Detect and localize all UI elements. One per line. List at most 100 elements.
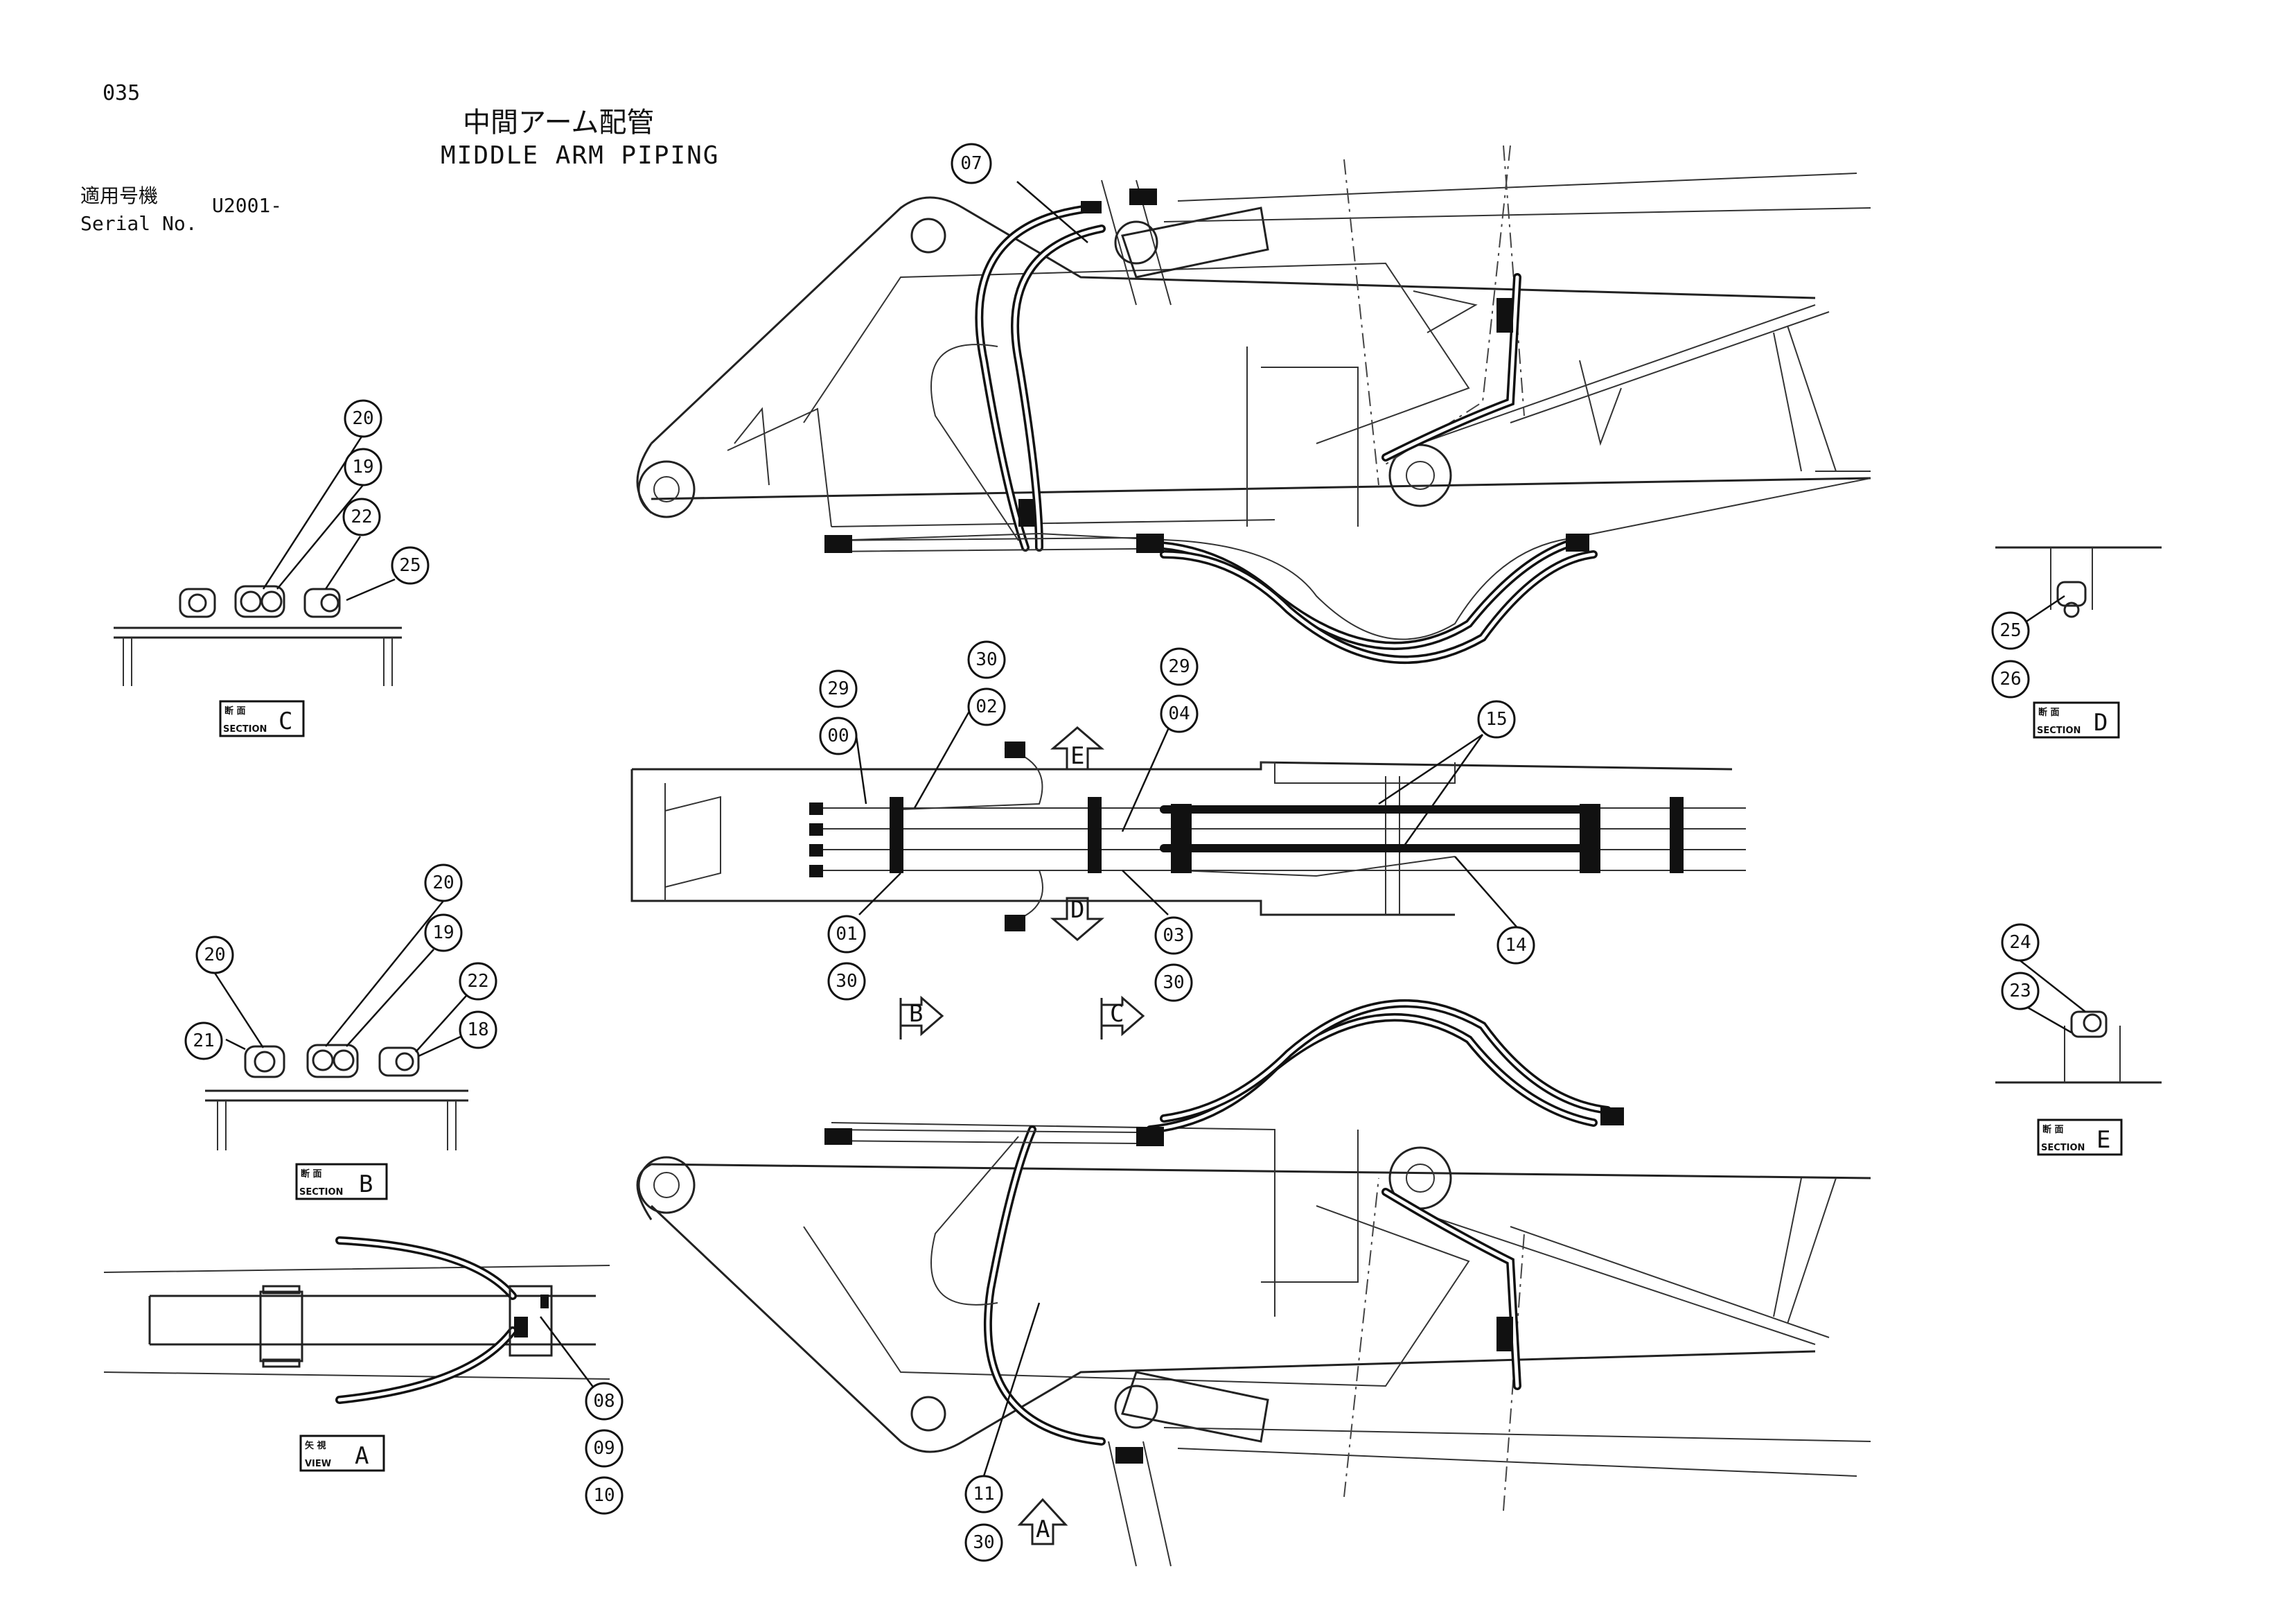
svg-text:02: 02 <box>975 696 997 717</box>
section-c-detail <box>114 585 402 686</box>
arrow-b-marker: B <box>899 995 944 1039</box>
arrow-e-label: E <box>1070 742 1084 770</box>
svg-text:01: 01 <box>836 924 857 945</box>
arrow-a-marker: A <box>1017 1498 1068 1545</box>
callout-30-bottom: 30 <box>964 1523 1003 1562</box>
serial-value: U2001- <box>212 194 282 217</box>
section-b-detail <box>205 1044 468 1150</box>
svg-text:19: 19 <box>352 457 373 477</box>
svg-text:26: 26 <box>1999 669 2021 690</box>
callout-plan-01: 01 <box>827 915 866 954</box>
callout-e-23: 23 <box>2001 972 2040 1010</box>
leader-lines <box>213 181 2086 1477</box>
section-b-en: SECTION <box>299 1187 343 1197</box>
callout-b-22: 22 <box>459 962 497 1001</box>
plan-view <box>630 742 1746 931</box>
svg-text:25: 25 <box>1999 620 2021 641</box>
callout-d-26: 26 <box>1991 660 2030 699</box>
bottom-arm-side-view <box>636 1122 1871 1567</box>
callout-c-20: 20 <box>344 399 382 438</box>
callout-plan-02: 02 <box>967 687 1006 726</box>
section-e-box: 断 面 SECTION E <box>2037 1118 2123 1156</box>
callout-11: 11 <box>964 1475 1003 1514</box>
section-c-jp: 断 面 <box>224 705 246 717</box>
section-d-letter: D <box>2094 709 2108 737</box>
svg-text:10: 10 <box>593 1485 615 1506</box>
callout-07: 07 <box>951 143 992 184</box>
callout-a-10: 10 <box>585 1476 624 1515</box>
section-e-jp: 断 面 <box>2042 1124 2064 1135</box>
svg-text:19: 19 <box>432 922 454 943</box>
page-number: 035 <box>103 81 140 105</box>
callout-c-22: 22 <box>342 498 381 536</box>
callout-b-20-right: 20 <box>424 863 463 902</box>
view-a-letter: A <box>355 1442 369 1470</box>
section-d-detail <box>1995 546 2162 618</box>
title-english: MIDDLE ARM PIPING <box>441 141 719 170</box>
callout-plan-14: 14 <box>1496 926 1535 965</box>
section-b-jp: 断 面 <box>301 1168 322 1179</box>
view-a-en: VIEW <box>305 1459 331 1469</box>
callout-c-19: 19 <box>344 448 382 486</box>
svg-text:24: 24 <box>2009 932 2031 953</box>
bottom-arm-hoses <box>824 999 1624 1464</box>
section-e-detail <box>1995 1010 2162 1084</box>
svg-text:20: 20 <box>432 872 454 893</box>
svg-text:03: 03 <box>1163 925 1184 946</box>
callout-plan-30-right: 30 <box>1154 963 1193 1002</box>
svg-text:29: 29 <box>1168 656 1190 677</box>
svg-text:25: 25 <box>399 555 421 576</box>
callout-plan-00: 00 <box>819 717 858 755</box>
section-d-en: SECTION <box>2037 726 2081 736</box>
section-b-letter: B <box>359 1170 373 1198</box>
callout-plan-15: 15 <box>1477 700 1516 739</box>
svg-text:08: 08 <box>593 1391 615 1412</box>
svg-text:09: 09 <box>593 1438 615 1459</box>
top-arm-hoses <box>824 188 1871 664</box>
svg-text:30: 30 <box>1163 972 1184 993</box>
callout-b-19: 19 <box>424 913 463 952</box>
svg-text:23: 23 <box>2009 981 2031 1001</box>
svg-text:29: 29 <box>827 678 849 699</box>
callout-plan-29-left: 29 <box>819 669 858 708</box>
section-e-letter: E <box>2096 1126 2110 1154</box>
serial-label-english: Serial No. <box>80 212 197 235</box>
arrow-a-label: A <box>1036 1516 1050 1543</box>
svg-text:11: 11 <box>973 1484 994 1504</box>
svg-text:22: 22 <box>351 507 372 527</box>
top-arm-side-view <box>636 145 1871 527</box>
callout-plan-04: 04 <box>1160 694 1199 733</box>
callout-a-09: 09 <box>585 1429 624 1468</box>
svg-text:22: 22 <box>467 971 488 992</box>
svg-text:04: 04 <box>1168 703 1190 724</box>
arrow-e-marker: E <box>1050 726 1105 771</box>
callout-plan-29-right: 29 <box>1160 647 1199 686</box>
arrow-c-label: C <box>1110 1000 1124 1028</box>
callout-c-25: 25 <box>391 546 430 585</box>
callout-a-08: 08 <box>585 1382 624 1421</box>
section-d-box: 断 面 SECTION D <box>2033 701 2120 739</box>
callout-d-25: 25 <box>1991 611 2030 650</box>
svg-text:20: 20 <box>352 408 373 429</box>
section-c-en: SECTION <box>223 724 267 735</box>
section-b-box: 断 面 SECTION B <box>295 1163 388 1200</box>
section-c-box: 断 面 SECTION C <box>219 700 305 737</box>
section-c-letter: C <box>279 708 292 735</box>
callout-b-20-left: 20 <box>195 936 234 974</box>
view-a-jp: 矢 視 <box>305 1440 326 1451</box>
callout-plan-30-left: 30 <box>827 962 866 1001</box>
callout-e-24: 24 <box>2001 923 2040 962</box>
view-a-detail <box>103 1236 610 1404</box>
svg-text:15: 15 <box>1485 709 1507 730</box>
callout-plan-30-top: 30 <box>967 640 1006 679</box>
svg-text:21: 21 <box>193 1030 214 1051</box>
view-a-box: 矢 視 VIEW A <box>299 1435 385 1472</box>
svg-text:30: 30 <box>836 971 857 992</box>
arrow-d-label: D <box>1070 896 1084 924</box>
section-d-jp: 断 面 <box>2038 707 2060 718</box>
svg-text:30: 30 <box>973 1532 994 1553</box>
svg-text:14: 14 <box>1505 935 1526 956</box>
callouts: 07 20 19 22 25 25 26 30 02 29 00 29 04 1… <box>184 143 2040 1562</box>
section-e-en: SECTION <box>2041 1143 2085 1153</box>
